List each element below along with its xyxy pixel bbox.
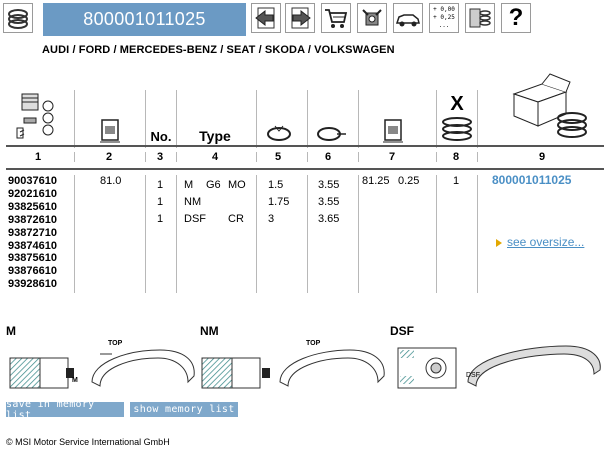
top-tag: TOP <box>108 340 123 347</box>
quantity-header: X <box>438 94 476 144</box>
ring-type: NM <box>184 196 202 208</box>
see-oversize-label: see oversize... <box>507 235 585 249</box>
inset-tag: M <box>72 377 78 384</box>
part-number: 93875610 <box>8 252 57 265</box>
oversize-values-icon[interactable]: + 0,00 + 0,25 ... <box>429 3 459 33</box>
nm-ring-diagram <box>201 349 385 389</box>
column-number: 3 <box>156 151 164 163</box>
ring-set-box-icon <box>508 72 588 144</box>
ring-width: 3.55 <box>318 179 340 191</box>
diagram-label: M <box>6 324 16 338</box>
save-memory-list-button[interactable]: save in memory list <box>6 399 124 421</box>
diagram-label: DSF <box>390 324 414 338</box>
ring-count: 1 <box>157 213 164 225</box>
part-number: 92021610 <box>8 187 57 200</box>
m-ring-diagram <box>9 349 195 389</box>
ring-type: CR <box>228 213 244 225</box>
separator <box>6 168 604 170</box>
ring-height: 3 <box>268 213 275 225</box>
part-number-list: 90037610 92021610 93825610 93872610 9387… <box>8 175 57 291</box>
column-number: 6 <box>324 151 332 163</box>
header-no: No. <box>150 129 172 144</box>
forward-icon[interactable] <box>285 3 315 33</box>
inset-tag: DSF <box>466 372 480 379</box>
price-line: + 0,25 <box>433 14 455 21</box>
part-number: 93872610 <box>8 213 57 226</box>
quantity: 1 <box>453 175 460 187</box>
ring-type: MO <box>228 179 246 191</box>
part-number: 90037610 <box>8 175 57 187</box>
back-icon[interactable] <box>251 3 281 33</box>
ring-type: DSF <box>184 213 206 225</box>
ring-width: 3.55 <box>318 196 340 208</box>
dsf-ring-diagram <box>397 345 601 389</box>
part-number: 93872710 <box>8 226 57 239</box>
toolbar: 800001011025 + 0,00 + 0,25 ... ? <box>3 3 603 37</box>
show-memory-list-button[interactable]: show memory list <box>130 402 238 417</box>
ring-width-icon <box>314 122 348 144</box>
ring-height: 1.5 <box>268 179 284 191</box>
diagram-label: NM <box>200 324 219 338</box>
ring-count: 1 <box>157 196 164 208</box>
see-oversize-link[interactable]: see oversize... <box>496 235 584 249</box>
piston-diameter-icon <box>96 116 124 144</box>
part-number: 93876610 <box>8 265 57 278</box>
header-type: Type <box>199 128 231 144</box>
bore-oversize: 0.25 <box>398 175 420 187</box>
column-number: 2 <box>105 151 113 163</box>
ring-type: G6 <box>206 179 221 191</box>
column-number: 8 <box>452 151 460 163</box>
vehicle-brands: AUDI / FORD / MERCEDES-BENZ / SEAT / SKO… <box>42 44 395 56</box>
part-number: 93825610 <box>8 200 57 213</box>
car-icon[interactable] <box>393 3 423 33</box>
rings-stack-icon[interactable] <box>465 3 495 33</box>
column-numbers: 1 2 3 4 5 6 7 8 9 <box>0 151 610 167</box>
piston-diameter: 81.0 <box>100 175 122 187</box>
ring-stack-icon <box>442 117 472 141</box>
ring-diagrams: M TOP M NM TOP DSF DSF <box>0 322 610 402</box>
ring-width: 3.65 <box>318 213 340 225</box>
price-line: + 0,00 <box>433 6 455 13</box>
column-number: 4 <box>211 151 219 163</box>
x-mark: X <box>450 93 464 115</box>
ring-height: 1.75 <box>268 196 290 208</box>
separator <box>6 145 604 147</box>
part-number: 93928610 <box>8 278 57 291</box>
table-header: No. Type X <box>0 62 610 152</box>
cylinder-bore-icon <box>380 116 406 144</box>
engine-icon[interactable] <box>357 3 387 33</box>
cart-icon[interactable] <box>321 3 351 33</box>
part-number: 93874610 <box>8 239 57 252</box>
help-icon[interactable]: ? <box>501 3 531 33</box>
ring-set-icon[interactable] <box>3 3 33 33</box>
column-number: 1 <box>34 151 42 163</box>
ring-count: 1 <box>157 179 164 191</box>
top-tag: TOP <box>306 340 321 347</box>
price-line: ... <box>438 22 450 29</box>
column-number: 5 <box>274 151 282 163</box>
ring-height-icon <box>264 122 294 144</box>
ring-type: M <box>184 179 194 191</box>
column-number: 7 <box>388 151 396 163</box>
part-number-title: 800001011025 <box>43 3 246 36</box>
column-number: 9 <box>538 151 546 163</box>
copyright: © MSI Motor Service International GmbH <box>6 437 170 447</box>
piston-kit-icon <box>12 84 64 144</box>
cylinder-bore: 81.25 <box>362 175 390 187</box>
arrow-right-icon <box>496 238 502 247</box>
set-number-link[interactable]: 800001011025 <box>492 173 572 187</box>
